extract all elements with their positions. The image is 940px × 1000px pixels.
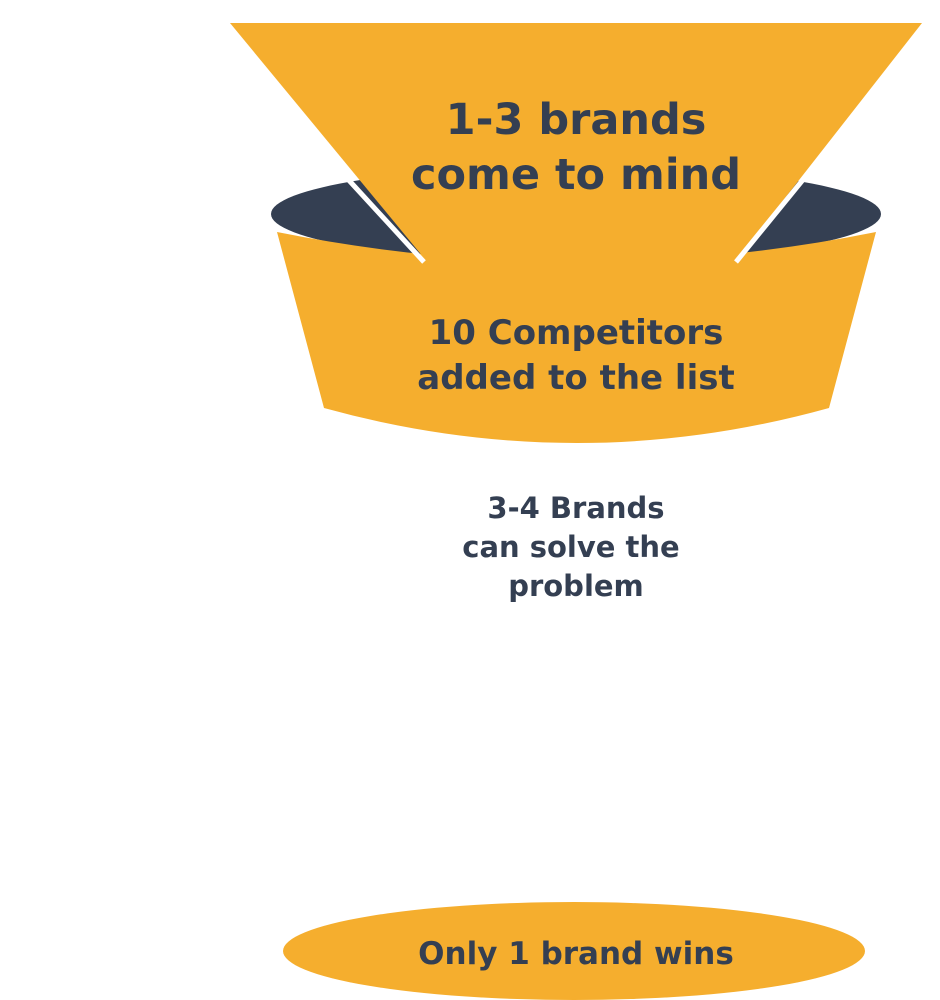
stage-2-label-line-1: 10 Competitors <box>429 313 724 353</box>
funnel-bowl-band <box>277 232 876 443</box>
stage-1-label-line-1: 1-3 brands <box>446 95 707 145</box>
stage-1-label-line-2: come to mind <box>411 150 741 200</box>
stage-3-label-line-1: 3-4 Brands <box>487 491 664 525</box>
funnel-cone-seam-right <box>734 174 808 264</box>
stage-2-label-line-2: added to the list <box>417 358 734 398</box>
stage-3-label-line-2: can solve the <box>462 530 679 564</box>
funnel-cone-seam-left <box>343 174 426 264</box>
stage-3-label-line-3: problem <box>508 569 644 603</box>
funnel-bottom-pill <box>283 902 865 1000</box>
stage-4-label: Only 1 brand wins <box>418 936 734 972</box>
funnel-top-cone <box>230 23 922 265</box>
